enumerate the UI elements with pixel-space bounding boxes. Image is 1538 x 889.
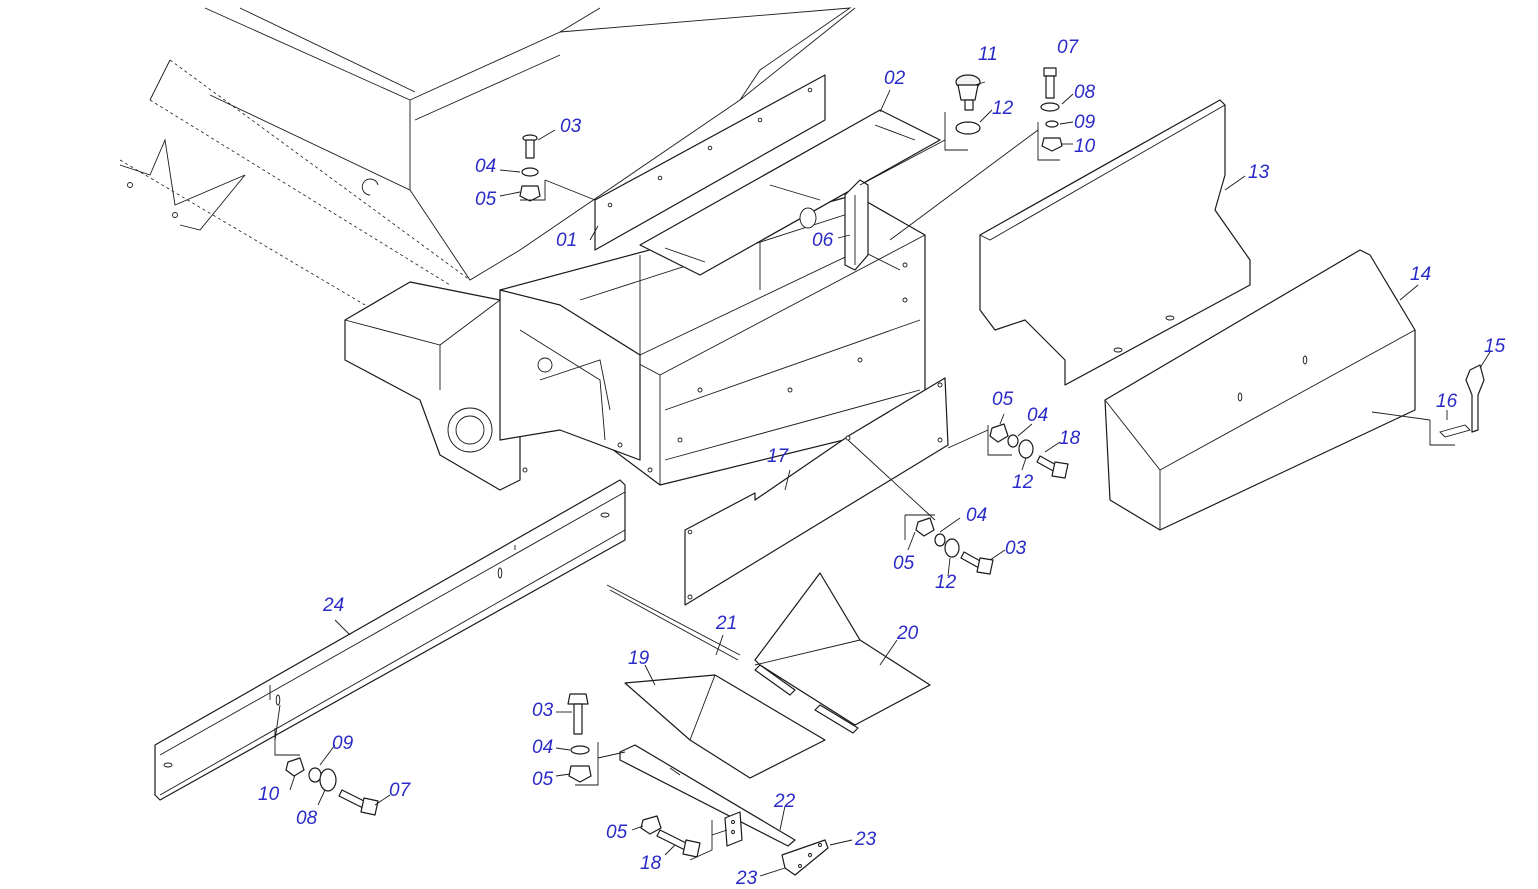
callout-07: 07 [1057, 37, 1080, 58]
washer-08-top [1040, 102, 1060, 112]
callout-03: 03 [532, 700, 554, 721]
nut-05-right [989, 423, 1009, 443]
lockwasher-09-top [1045, 120, 1059, 128]
callout-10: 10 [1074, 136, 1096, 157]
callout-02: 02 [884, 68, 906, 89]
callout-04: 04 [966, 505, 987, 526]
part-16-clip [1439, 424, 1471, 438]
part-13-upper-cover [979, 99, 1251, 386]
washer-12-top [955, 121, 981, 135]
part-14-lower-cover [1104, 249, 1416, 531]
callout-08: 08 [1074, 82, 1096, 103]
leader-lines [274, 81, 1491, 877]
callouts: 01 02 03 04 05 06 11 12 07 08 09 10 13 1… [258, 37, 1506, 889]
callout-08: 08 [296, 808, 318, 829]
part-20-deflector [754, 572, 931, 734]
nut-05-mid [915, 517, 935, 537]
part-23-link [781, 839, 829, 876]
callout-15: 15 [1484, 336, 1506, 357]
callout-18: 18 [1059, 428, 1081, 449]
bolt-03-mid [960, 551, 994, 575]
part-24-rail [154, 479, 626, 801]
callout-19: 19 [628, 648, 650, 669]
callout-16: 16 [1436, 391, 1458, 412]
callout-03: 03 [1005, 538, 1027, 559]
callout-22: 22 [773, 791, 796, 812]
nut-10-top [1041, 137, 1063, 152]
callout-04: 04 [475, 156, 496, 177]
callout-18: 18 [640, 853, 662, 874]
hardware [285, 67, 1069, 858]
callout-11: 11 [978, 44, 998, 65]
callout-05: 05 [606, 822, 628, 843]
callout-23: 23 [854, 829, 877, 850]
bolt-18-arm [656, 829, 701, 858]
part-02-cover [639, 109, 941, 276]
callout-01: 01 [556, 230, 577, 251]
nut-05-low [568, 765, 592, 783]
knob-11 [955, 74, 981, 111]
callout-24: 24 [322, 595, 344, 616]
callout-09: 09 [1074, 112, 1096, 133]
part-19-deflector [624, 674, 826, 779]
part-15-pin [1465, 364, 1485, 433]
bolt-07-top [1043, 67, 1057, 99]
callout-03: 03 [560, 116, 582, 137]
callout-21: 21 [715, 613, 737, 634]
callout-17: 17 [767, 446, 790, 467]
part-22-arm [619, 744, 796, 847]
callout-20: 20 [896, 623, 919, 644]
callout-09: 09 [332, 733, 354, 754]
callout-12: 12 [992, 98, 1014, 119]
bolt-03-low [567, 693, 589, 735]
callout-05: 05 [475, 189, 497, 210]
part-21-rod [606, 584, 741, 661]
washer-04-low [570, 745, 590, 755]
gearbox-mount [344, 281, 641, 491]
washer-12-right [1018, 439, 1034, 459]
nut-05-arm [640, 815, 662, 835]
nut-10-low [285, 757, 305, 777]
callout-04: 04 [1027, 405, 1048, 426]
nut-05-top [519, 185, 541, 202]
callout-06: 06 [812, 230, 834, 251]
washer-04-top [521, 167, 539, 177]
callout-12: 12 [935, 572, 957, 593]
bracket-small [724, 811, 743, 847]
callout-05: 05 [532, 769, 554, 790]
callout-23: 23 [735, 868, 758, 889]
callout-12: 12 [1012, 472, 1034, 493]
washer-04-mid [934, 533, 946, 547]
bolt-18-right [1036, 455, 1069, 479]
washer-04-right [1007, 434, 1019, 448]
hopper-frame-outline [119, 7, 856, 306]
part-17-side-plate [684, 377, 949, 606]
callout-10: 10 [258, 784, 280, 805]
bolt-07-low [338, 789, 379, 816]
callout-13: 13 [1248, 162, 1270, 183]
part-06-bracket [844, 179, 869, 271]
bolt-03-top [522, 134, 538, 159]
callout-05: 05 [992, 389, 1014, 410]
callout-05: 05 [893, 553, 915, 574]
lockwasher-09-low [308, 767, 322, 783]
callout-07: 07 [389, 780, 412, 801]
part-01-plate [594, 74, 826, 251]
callout-04: 04 [532, 737, 553, 758]
washer-08-low [319, 768, 337, 792]
callout-14: 14 [1410, 264, 1431, 285]
washer-12-mid [944, 538, 960, 558]
